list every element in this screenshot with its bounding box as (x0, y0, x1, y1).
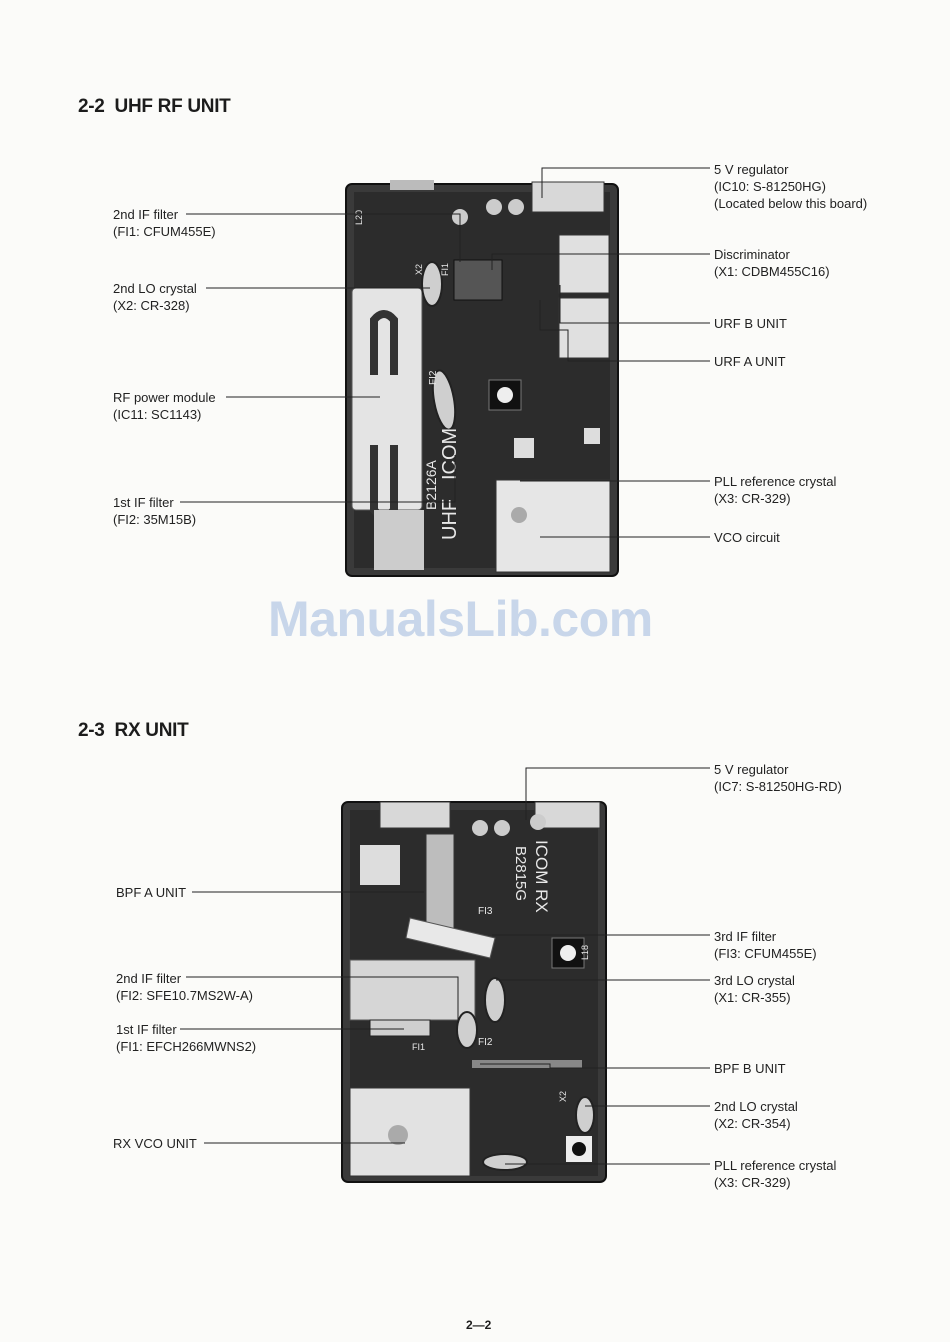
board-mark-x2: X2 (558, 1091, 568, 1102)
label-vco-circuit: VCO circuit (714, 530, 780, 545)
board-mark-model: B2815G (512, 846, 529, 901)
label-discriminator: Discriminator (X1: CDBM455C16) (714, 247, 830, 279)
board-mark-icom-rx: ICOM RX (532, 840, 551, 913)
label-3rd-lo-crystal: 3rd LO crystal (X1: CR-355) (714, 973, 795, 1005)
label-rx-vco-unit: RX VCO UNIT (113, 1136, 197, 1151)
label-rf-power-module: RF power module (IC11: SC1143) (113, 390, 216, 422)
board-mark-fi2: FI2 (428, 370, 439, 385)
section-number: 2-2 (78, 96, 105, 117)
label-5v-regulator: 5 V regulator (IC10: S-81250HG) (Located… (714, 162, 868, 211)
board-mark-x2: X2 (414, 264, 424, 275)
label-2nd-lo-crystal: 2nd LO crystal (X2: CR-328) (113, 281, 197, 313)
watermark: ManualsLib.com (268, 591, 653, 647)
label-3rd-if-filter: 3rd IF filter (FI3: CFUM455E) (714, 929, 817, 961)
label-5v-regulator: 5 V regulator (IC7: S-81250HG-RD) (714, 762, 842, 794)
label-2nd-if-filter: 2nd IF filter (FI1: CFUM455E) (113, 207, 216, 239)
section-title: UHF RF UNIT (114, 96, 231, 117)
section-title: RX UNIT (114, 720, 189, 741)
label-2nd-if-filter: 2nd IF filter (FI2: SFE10.7MS2W-A) (116, 971, 254, 1003)
label-pll-reference-crystal: PLL reference crystal (X3: CR-329) (714, 474, 837, 506)
rx-unit-board-photo: ICOM RX B2815G FI3 FI2 FI1 X2 L18 (341, 801, 607, 1183)
board-mark-l18: L18 (580, 945, 590, 960)
label-2nd-lo-crystal: 2nd LO crystal (X2: CR-354) (714, 1099, 798, 1131)
uhf-rf-unit-board-photo: ICOM UHF B2126A FI2 FI1 X2 L20 (345, 180, 619, 577)
label-bpf-a-unit: BPF A UNIT (116, 885, 187, 900)
label-urf-b-unit: URF B UNIT (714, 316, 787, 331)
board-mark-fi3: FI3 (478, 906, 493, 917)
section-heading-uhf-rf-unit: 2-2 UHF RF UNIT (78, 96, 231, 118)
board-mark-l20: L20 (354, 210, 364, 225)
section-number: 2-3 (78, 720, 105, 741)
board-mark-fi2: FI2 (478, 1037, 493, 1048)
board-mark-uhf: UHF (439, 499, 461, 540)
label-bpf-b-unit: BPF B UNIT (714, 1061, 786, 1076)
page-number: 2—2 (466, 1318, 492, 1332)
label-urf-a-unit: URF A UNIT (714, 354, 786, 369)
board-mark-fi1: FI1 (440, 263, 450, 276)
label-pll-reference-crystal: PLL reference crystal (X3: CR-329) (714, 1158, 837, 1190)
board-mark-fi1: FI1 (412, 1042, 425, 1052)
board-mark-model: B2126A (423, 460, 439, 510)
label-1st-if-filter: 1st IF filter (FI2: 35M15B) (113, 495, 197, 527)
label-1st-if-filter: 1st IF filter (FI1: EFCH266MWNS2) (116, 1022, 257, 1054)
section-heading-rx-unit: 2-3 RX UNIT (78, 720, 189, 742)
